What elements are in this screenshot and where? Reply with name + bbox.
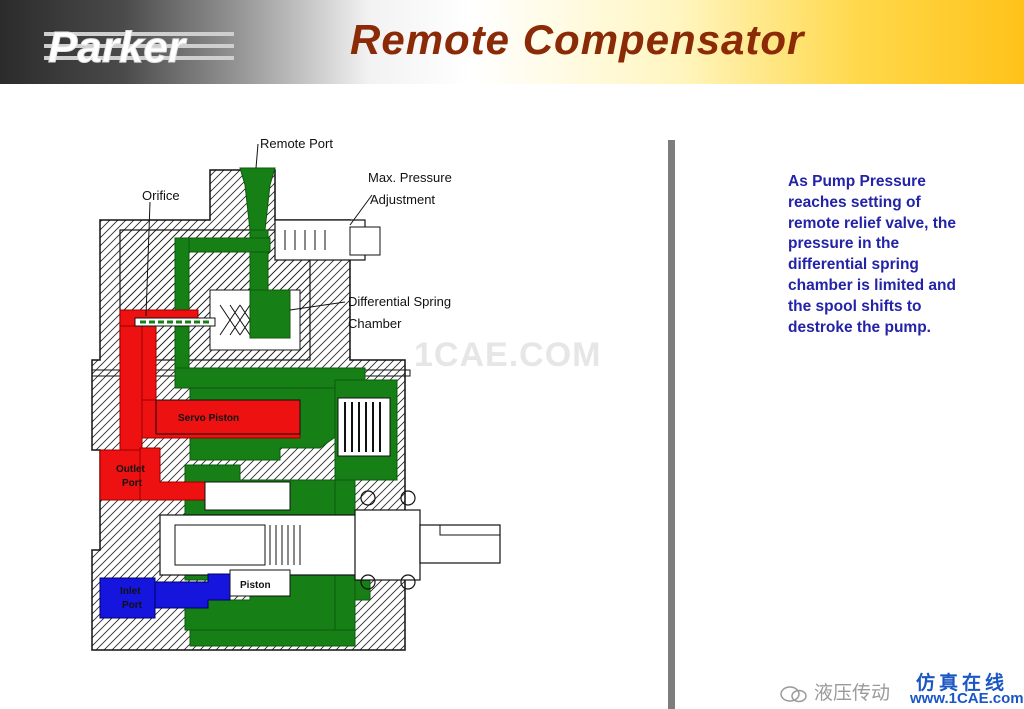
remote-compensator-diagram: Servo Piston Outlet Port Inlet Port Pist… — [91, 136, 501, 651]
header-banner: Parker Remote Compensator — [0, 0, 1024, 84]
orifice-line — [134, 317, 216, 327]
inlet-port-label-2: Port — [122, 600, 143, 611]
vertical-divider — [668, 140, 675, 709]
inlet-port-label-1: Inlet — [120, 586, 141, 597]
leader-lines — [145, 143, 373, 317]
servo-spring — [337, 397, 391, 457]
diff-spring-label-2: Chamber — [348, 316, 402, 331]
parker-logo: Parker — [44, 23, 234, 70]
max-pressure-label-1: Max. Pressure — [368, 170, 452, 185]
drive-shaft — [159, 490, 501, 590]
footer-watermark-text: 液压传动 — [814, 682, 891, 704]
servo-piston — [155, 399, 301, 435]
diff-spring-label-1: Differential Spring — [348, 294, 451, 309]
inlet-passage — [99, 573, 231, 619]
piston — [229, 569, 291, 597]
outlet-port-label-2: Port — [122, 478, 143, 489]
piston-label: Piston — [240, 580, 271, 591]
footer-watermark: 液压传动 — [780, 678, 890, 705]
max-pressure-label-2: Adjustment — [370, 192, 435, 207]
max-pressure-adjuster — [274, 219, 381, 261]
outlet-port-label-1: Outlet — [116, 464, 146, 475]
logo-text: Parker — [48, 23, 188, 70]
remote-port-label: Remote Port — [260, 136, 333, 151]
brand-url: www.1CAE.com — [910, 690, 1024, 707]
servo-piston-label: Servo Piston — [178, 413, 239, 424]
description-text: As Pump Pressure reaches setting of remo… — [788, 173, 956, 336]
outlet-piston — [204, 481, 291, 511]
orifice-label: Orifice — [142, 188, 180, 203]
page-title: Remote Compensator — [350, 16, 805, 63]
center-watermark: 1CAE.COM — [414, 336, 602, 374]
wechat-icon — [780, 685, 807, 702]
brand-chinese: 仿真在线 — [916, 672, 1009, 694]
